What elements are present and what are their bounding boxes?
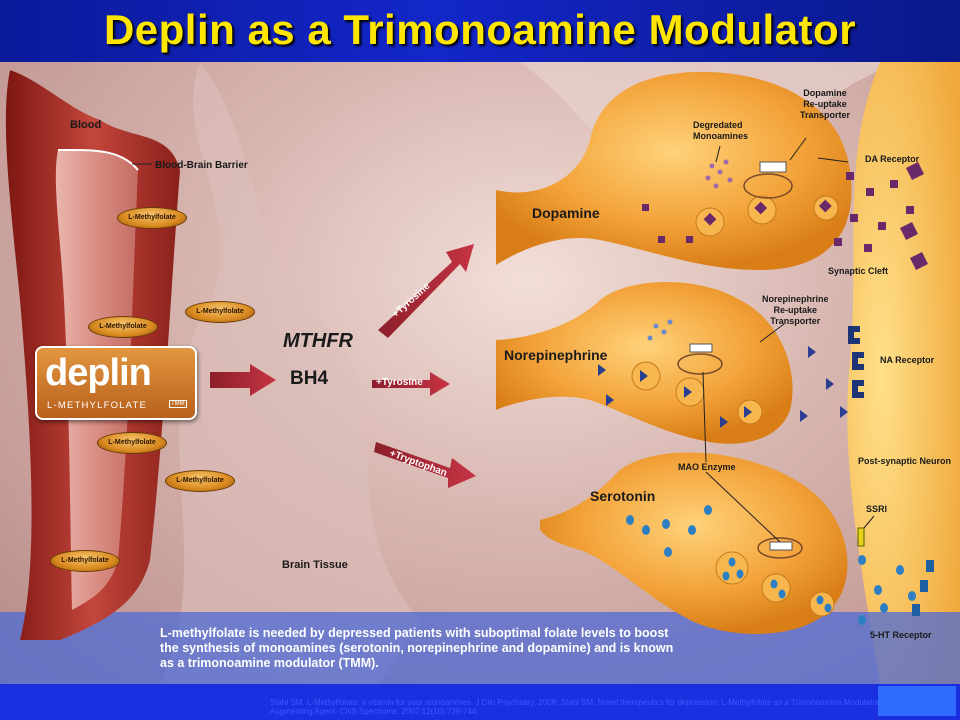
deplin-subtitle: L-METHYLFOLATE <box>47 400 148 411</box>
label-brain-tissue: Brain Tissue <box>282 559 348 571</box>
deplin-logo: deplin L-METHYLFOLATE TMM <box>35 346 197 420</box>
l-methylfolate-pill: L-Methylfolate <box>97 432 167 454</box>
label-5ht-receptor: 5-HT Receptor <box>870 630 932 640</box>
label-blood-brain-barrier: Blood-Brain Barrier <box>155 160 248 171</box>
label-ssri: SSRI <box>866 504 888 514</box>
l-methylfolate-pill: L-Methylfolate <box>88 316 158 338</box>
label-ne-transporter: Norepinephrine Re-uptake Transporter <box>762 294 829 326</box>
label-dopamine: Dopamine <box>532 205 600 221</box>
footer-bar <box>0 684 960 720</box>
label-mao-enzyme: MAO Enzyme <box>678 462 736 472</box>
l-methylfolate-pill: L-Methylfolate <box>165 470 235 492</box>
l-methylfolate-pill: L-Methylfolate <box>50 550 120 572</box>
label-na-receptor: NA Receptor <box>880 355 935 365</box>
label-mthfr: MTHFR <box>283 330 353 352</box>
deplin-wordmark: deplin <box>45 352 152 394</box>
label-blood: Blood <box>70 119 102 131</box>
label-synaptic-cleft: Synaptic Cleft <box>828 266 889 276</box>
label-post-synaptic-neuron: Post-synaptic Neuron <box>858 456 952 466</box>
post-synaptic-neuron-shape <box>847 62 960 684</box>
footer-reference: Stahl SM. L-Methylfolate: a vitamin for … <box>270 698 953 716</box>
label-dopamine-transporter: Dopamine Re-uptake Transporter <box>800 88 851 120</box>
deplin-tmm-mark: TMM <box>169 400 187 408</box>
label-norepinephrine: Norepinephrine <box>504 347 608 363</box>
l-methylfolate-pill: L-Methylfolate <box>185 301 255 323</box>
label-da-receptor: DA Receptor <box>865 154 920 164</box>
caption: L-methylfolate is needed by depressed pa… <box>160 626 674 670</box>
label-bh4: BH4 <box>290 368 329 389</box>
corner-box <box>878 686 956 716</box>
slide-title: Deplin as a Trimonoamine Modulator <box>103 6 857 53</box>
title-bar <box>0 0 960 62</box>
label-tyrosine-middle: +Tyrosine <box>376 377 423 388</box>
label-degraded-monoamines: Degredated Monoamines <box>693 120 749 141</box>
label-serotonin: Serotonin <box>590 488 656 504</box>
dopamine-neuron <box>496 71 852 270</box>
serotonin-neuron <box>540 452 848 634</box>
l-methylfolate-pill: L-Methylfolate <box>117 207 187 229</box>
